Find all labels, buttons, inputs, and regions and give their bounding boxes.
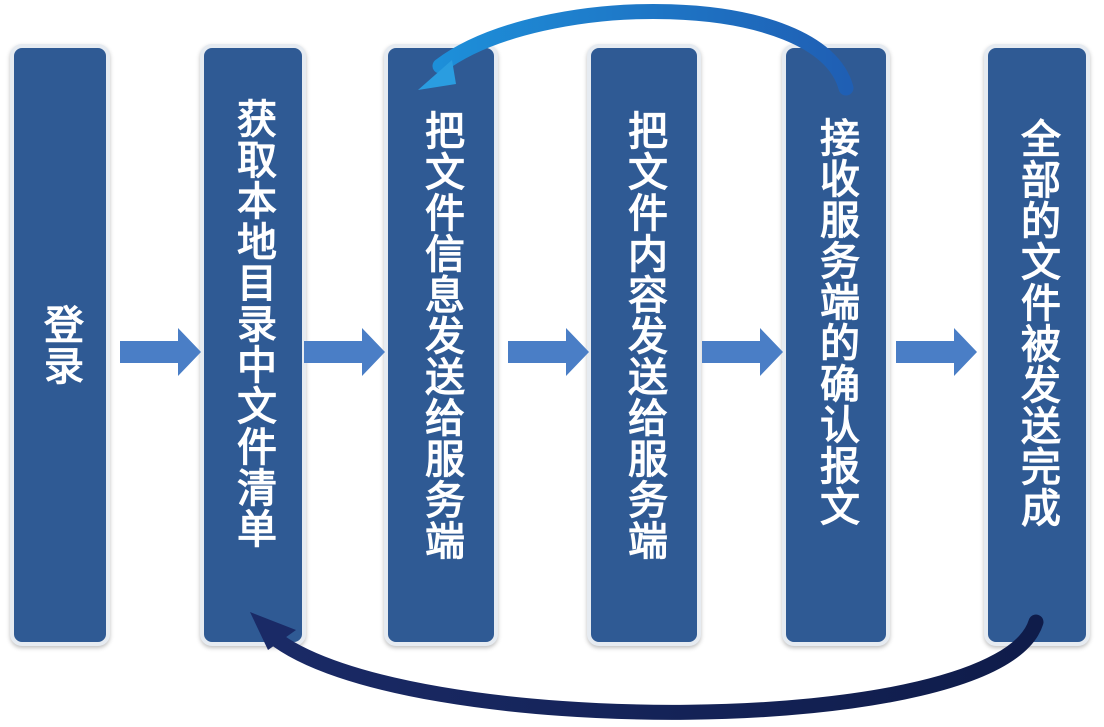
block-arrow-icon	[304, 328, 385, 376]
block-arrow-icon	[508, 328, 589, 376]
step-get-file-list: 获取本地目录中文件清单	[200, 44, 306, 646]
block-arrow-icon	[120, 328, 201, 376]
step-label: 获取本地目录中文件清单	[230, 97, 276, 549]
step-label: 接收服务端的确认报文	[813, 117, 859, 527]
step-send-file-content: 把文件内容发送给服务端	[587, 44, 701, 646]
step-login: 登录	[10, 44, 110, 646]
step-label: 全部的文件被发送完成	[1014, 118, 1060, 528]
step-all-files-sent: 全部的文件被发送完成	[984, 44, 1090, 646]
step-send-file-info: 把文件信息发送给服务端	[384, 44, 498, 646]
step-label: 把文件信息发送给服务端	[418, 109, 464, 561]
block-arrow-icon	[702, 328, 783, 376]
block-arrow-icon	[896, 328, 977, 376]
step-label: 登录	[37, 304, 83, 386]
step-receive-ack: 接收服务端的确认报文	[782, 44, 890, 646]
step-label: 把文件内容发送给服务端	[621, 109, 667, 561]
